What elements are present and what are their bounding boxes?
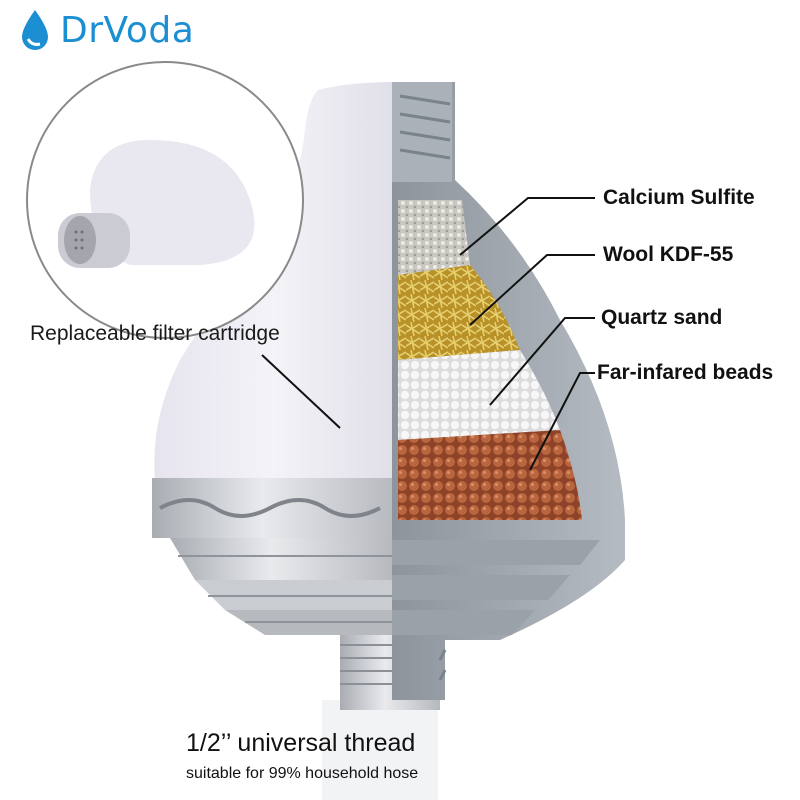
cartridge-inset: [26, 61, 304, 339]
brand-logo: DrVoda: [18, 8, 194, 52]
thread-subtitle: suitable for 99% household hose: [186, 765, 419, 782]
cartridge-caption: Replaceable filter cartridge: [30, 322, 280, 345]
leader-lines: [261, 197, 595, 471]
layer-label-calcium-sulfite: Calcium Sulfite: [603, 186, 755, 209]
thread-title: 1/2’’ universal thread: [186, 729, 416, 757]
brand-name: DrVoda: [60, 9, 195, 51]
layer-label-wool-kdf: Wool KDF-55: [603, 243, 734, 266]
layer-label-quartz-sand: Quartz sand: [601, 306, 723, 329]
filter-cutaway: [392, 82, 625, 700]
layer-label-far-infrared-beads: Far-infared beads: [597, 361, 774, 384]
water-drop-icon: [22, 10, 48, 50]
